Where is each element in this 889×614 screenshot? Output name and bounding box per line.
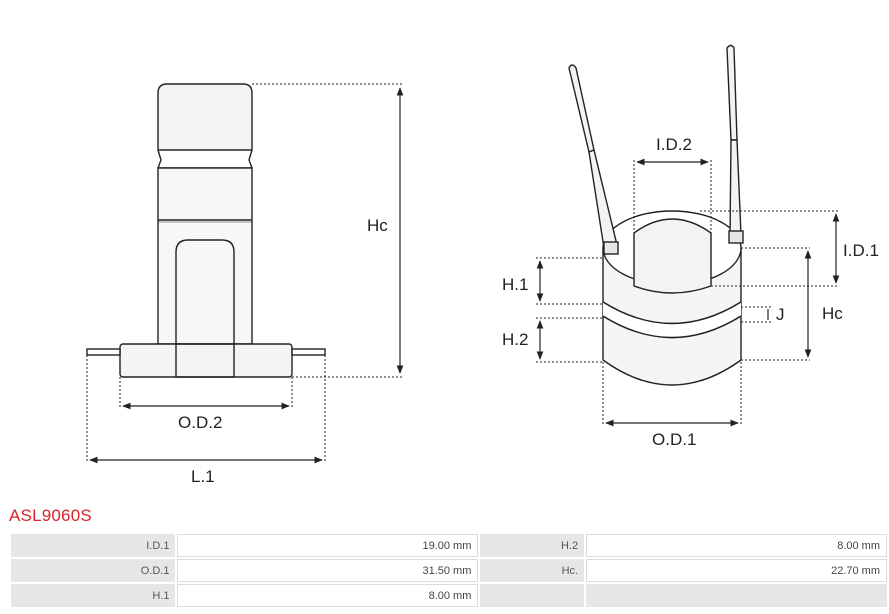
label-id1: I.D.1 — [843, 241, 879, 260]
base-flange — [119, 343, 293, 378]
part-code: ASL9060S — [9, 506, 92, 525]
label-h1: H.1 — [502, 275, 528, 294]
spec-value: 8.00 mm — [177, 584, 479, 607]
spec-value: 8.00 mm — [586, 534, 887, 557]
right-wire-stub — [291, 348, 326, 356]
spec-value: 19.00 mm — [177, 534, 479, 557]
table-row: H.1 8.00 mm — [11, 584, 887, 607]
label-od1: O.D.1 — [652, 430, 696, 449]
technical-drawing: Hc O.D.2 L.1 — [86, 44, 879, 486]
slip-ring-body — [157, 167, 253, 345]
left-wire-stub — [86, 348, 121, 356]
spec-label: H.2 — [480, 534, 585, 557]
table-row: O.D.1 31.50 mm Hc. 22.70 mm — [11, 559, 887, 582]
label-od2: O.D.2 — [178, 413, 222, 432]
left-wire — [568, 64, 595, 153]
label-l1: L.1 — [191, 467, 215, 486]
spec-label: Hc. — [480, 559, 585, 582]
right-view — [568, 44, 744, 386]
table-row: I.D.1 19.00 mm H.2 8.00 mm — [11, 534, 887, 557]
left-extension-lines — [86, 83, 402, 462]
inner-bore — [633, 218, 712, 294]
spec-table: I.D.1 19.00 mm H.2 8.00 mm O.D.1 31.50 m… — [9, 532, 889, 609]
right-wire — [726, 44, 738, 141]
spec-value: 31.50 mm — [177, 559, 479, 582]
right-dimension-arrows — [536, 158, 840, 427]
left-view — [86, 83, 326, 378]
label-j: J — [776, 305, 785, 324]
left-dimension-arrows — [89, 87, 404, 464]
spec-value: 22.70 mm — [586, 559, 887, 582]
label-hc-right: Hc — [822, 304, 843, 323]
spec-label: I.D.1 — [11, 534, 176, 557]
label-h2: H.2 — [502, 330, 528, 349]
slip-ring-cap — [157, 83, 253, 150]
label-id2: I.D.2 — [656, 135, 692, 154]
empty-cell — [586, 584, 887, 607]
spec-label: H.1 — [11, 584, 176, 607]
empty-cell — [480, 584, 585, 607]
neck-groove — [157, 149, 253, 169]
body-slot — [175, 239, 235, 344]
spec-label: O.D.1 — [11, 559, 176, 582]
label-hc-left: Hc — [367, 216, 388, 235]
right-extension-lines — [536, 160, 838, 426]
